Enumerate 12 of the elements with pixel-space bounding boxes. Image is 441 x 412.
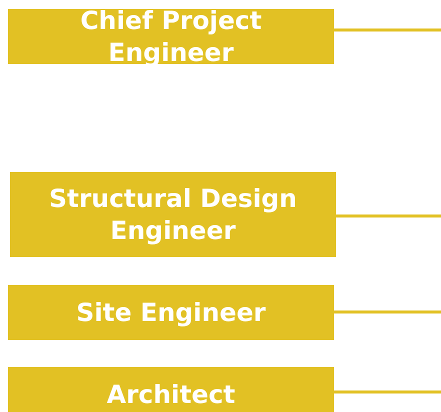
role-title: Structural Design Engineer [48, 182, 298, 246]
role-box [8, 367, 334, 412]
connector-line [334, 310, 441, 314]
role-title: Chief Project Engineer [79, 4, 263, 68]
connector-line [334, 28, 441, 32]
role-title: Site Engineer [76, 296, 266, 328]
role-title: Architect [106, 378, 236, 410]
connector-line [336, 214, 441, 218]
role-box [10, 172, 336, 257]
role-box [8, 285, 334, 340]
role-box [8, 9, 334, 64]
connector-line [334, 390, 441, 394]
